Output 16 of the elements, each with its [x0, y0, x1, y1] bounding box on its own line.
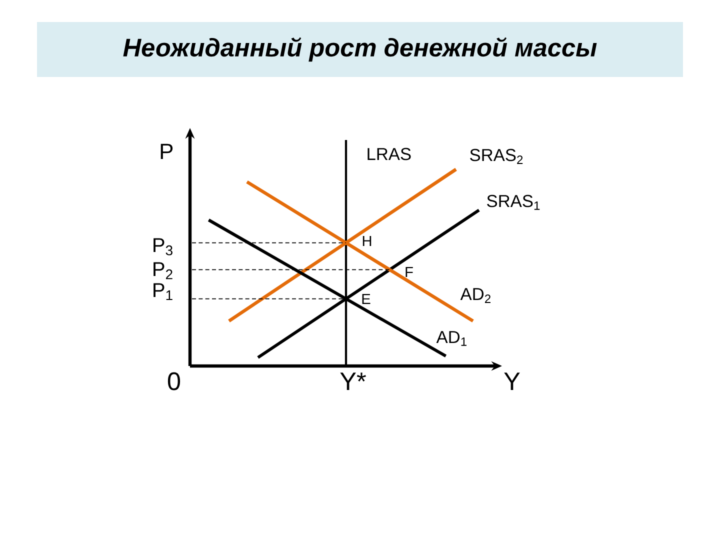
- point-label: E: [362, 294, 370, 304]
- axis-label: P: [160, 144, 173, 159]
- line-label: SRAS$_{2}$: [470, 148, 523, 164]
- point-label: H: [362, 236, 372, 246]
- line-label: AD$_{2}$: [460, 288, 490, 303]
- axis-label: Y: [504, 372, 520, 390]
- point-label: F: [406, 266, 413, 278]
- line-label: SRAS$_{1}$: [487, 194, 540, 210]
- tick-label: P$_{3}$: [154, 238, 172, 256]
- tick-label: 0: [168, 372, 180, 390]
- tick-label: P$_{1}$: [154, 283, 172, 300]
- line-label: LRAS: [368, 148, 411, 160]
- title-banner: Неожиданный рост денежной массы: [37, 22, 683, 77]
- line-label: AD$_{1}$: [436, 331, 466, 346]
- tick-label: P$_{2}$: [154, 262, 172, 280]
- tick-label: Y*: [340, 372, 366, 390]
